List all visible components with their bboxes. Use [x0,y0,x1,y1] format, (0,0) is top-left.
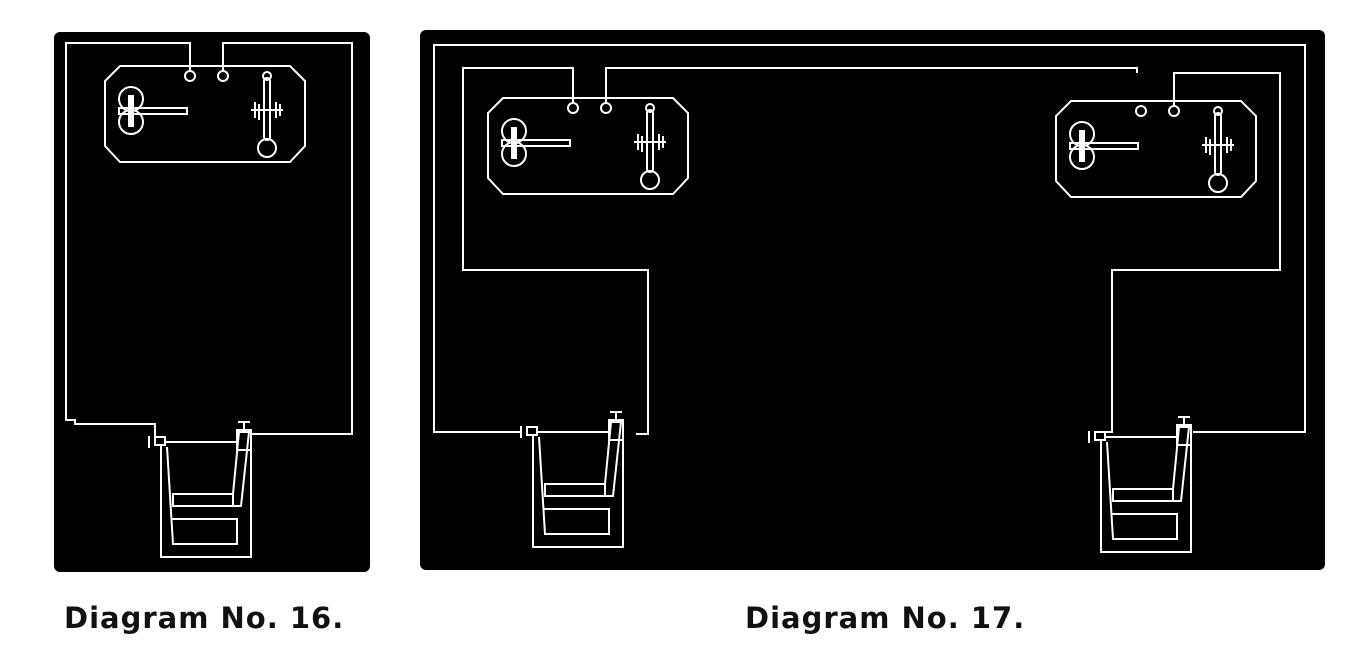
circuit-wires [433,44,1306,435]
diagram-17 [420,30,1325,570]
diagram-16-caption: Diagram No. 16. [64,601,345,635]
diagram-17-panel [420,30,1325,570]
diagram-16-panel [54,32,370,572]
circuit-wires [65,42,353,437]
diagram-16 [54,32,370,572]
diagram-17-caption: Diagram No. 17. [745,601,1026,635]
